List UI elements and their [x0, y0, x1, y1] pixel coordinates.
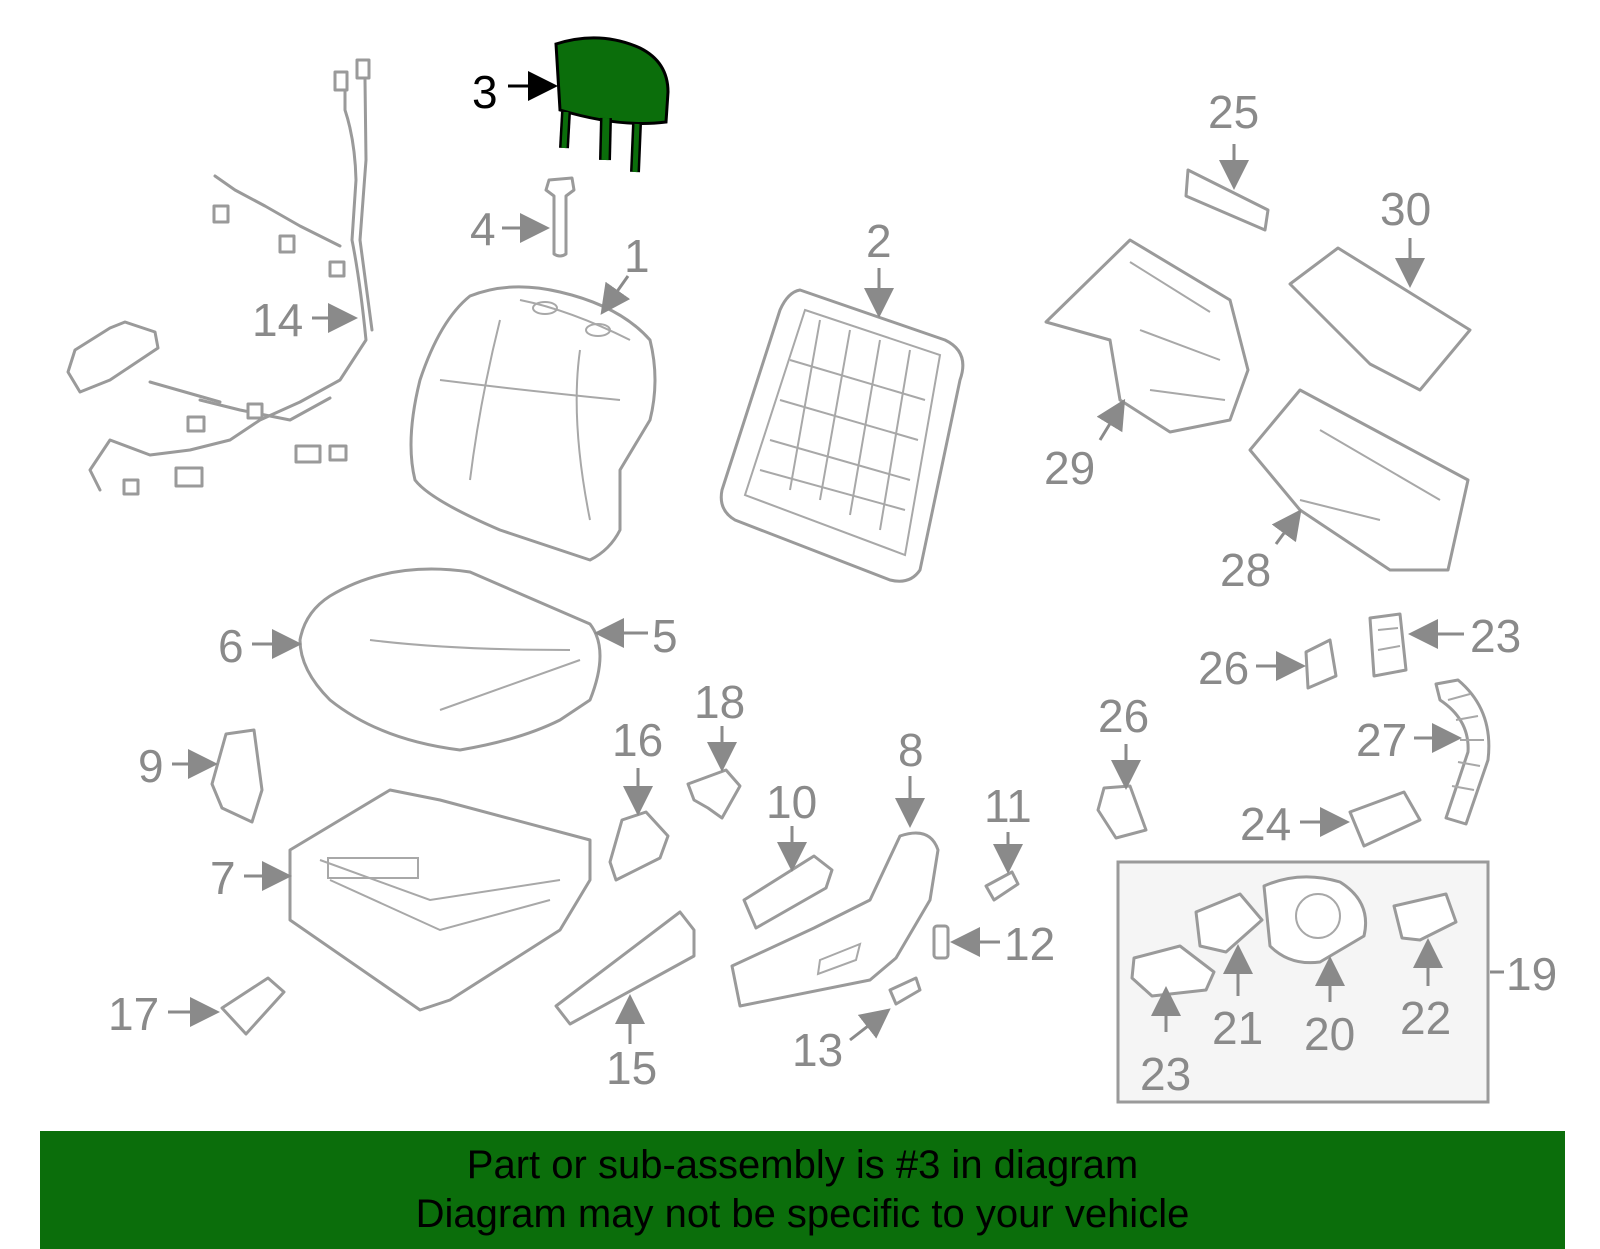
callout-24: 24: [1240, 798, 1291, 850]
part-8-side-shield: [730, 831, 940, 1008]
callout-17: 17: [108, 988, 159, 1040]
part-9-cover: [210, 728, 264, 824]
part-27-duct: [1434, 678, 1491, 826]
part-3-headrest[interactable]: [554, 36, 670, 173]
group-19-box: [1116, 860, 1490, 1104]
callout-3: 3: [472, 66, 498, 118]
part-4-guide: [544, 176, 576, 258]
part-13-knob: [888, 976, 922, 1006]
callout-23: 23: [1140, 1048, 1191, 1100]
callout-22: 22: [1400, 992, 1451, 1044]
part-7-seat-frame: [288, 788, 592, 1012]
callout-19: 19: [1506, 948, 1557, 1000]
callout-20: 20: [1304, 1008, 1355, 1060]
callout-8: 8: [898, 724, 924, 776]
callout-14: 14: [252, 294, 303, 346]
callout-16: 16: [612, 714, 663, 766]
part-26-clip-lower: [1096, 784, 1148, 840]
callout-13: 13: [792, 1024, 843, 1076]
callout-15: 15: [606, 1042, 657, 1094]
part-15-trim: [554, 910, 696, 1026]
part-29-bracket: [1044, 238, 1250, 434]
callout-26: 26: [1098, 690, 1149, 742]
part-1-back-cover: [409, 285, 657, 562]
part-25-cover: [1184, 168, 1270, 232]
callout-27: 27: [1356, 714, 1407, 766]
callout-6: 6: [218, 620, 244, 672]
part-17-bracket: [220, 976, 286, 1036]
callout-30: 30: [1380, 183, 1431, 235]
callout-26: 26: [1198, 642, 1249, 694]
part-24-cover: [1348, 790, 1422, 848]
part-12-knob: [932, 924, 950, 960]
callout-28: 28: [1220, 544, 1271, 596]
callout-5: 5: [652, 610, 678, 662]
part-18-clip: [686, 768, 742, 820]
callout-2: 2: [866, 215, 892, 267]
banner-line-1: Part or sub-assembly is #3 in diagram: [466, 1143, 1139, 1187]
callout-4: 4: [470, 203, 496, 255]
callout-25: 25: [1208, 86, 1259, 138]
part-10-switch: [742, 854, 834, 930]
callout-7: 7: [210, 852, 236, 904]
callout-10: 10: [766, 776, 817, 828]
part-14-wire-harness: [66, 58, 374, 496]
part-6-cushion-cover: [298, 567, 602, 752]
part-2-back-frame: [719, 288, 965, 583]
callout-1: 1: [624, 230, 650, 282]
part-11-knob: [984, 870, 1020, 902]
part-30-plate: [1288, 246, 1472, 392]
part-28-bracket: [1248, 388, 1470, 572]
banner-line-2: Diagram may not be specific to your vehi…: [415, 1192, 1190, 1236]
callout-21: 21: [1212, 1002, 1263, 1054]
callout-11: 11: [984, 780, 1032, 832]
part-16-bracket: [608, 810, 670, 882]
part-26-clip-upper: [1304, 638, 1338, 690]
info-banner: Part or sub-assembly is #3 in diagram Di…: [40, 1131, 1565, 1249]
callout-29: 29: [1044, 442, 1095, 494]
callout-9: 9: [138, 740, 164, 792]
callout-23: 23: [1470, 610, 1521, 662]
callout-18: 18: [694, 676, 745, 728]
callout-12: 12: [1004, 918, 1055, 970]
part-23-module-upper: [1368, 612, 1408, 678]
